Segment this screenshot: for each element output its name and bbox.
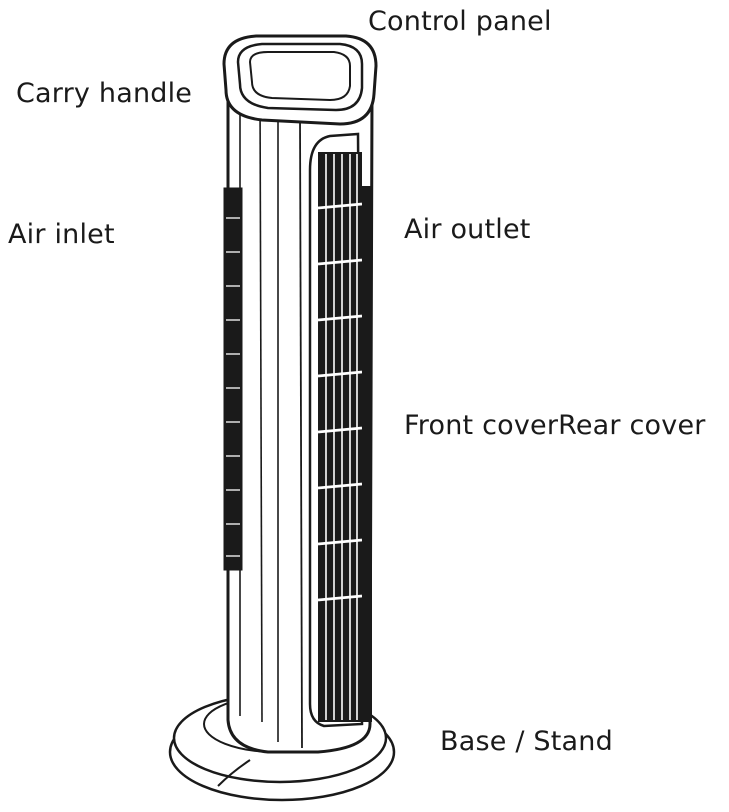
label-front-rear-cover: Front coverRear cover — [404, 410, 706, 441]
air-outlet-vertical-slats — [325, 154, 358, 720]
label-control-panel: Control panel — [368, 6, 552, 37]
air-outlet-grille — [308, 132, 372, 728]
air-outlet-grille-field — [318, 152, 362, 722]
top-cap — [222, 34, 378, 126]
air-inlet-slats — [226, 217, 240, 557]
rear-cover-edge — [362, 186, 372, 722]
air-outlet-ribs — [317, 202, 363, 602]
label-base-stand: Base / Stand — [440, 726, 613, 757]
label-air-inlet: Air inlet — [8, 219, 115, 250]
base-seam — [217, 759, 251, 787]
body-contour-2 — [259, 93, 263, 723]
air-inlet-grille — [223, 187, 243, 571]
label-carry-handle: Carry handle — [16, 78, 193, 109]
control-panel-screen — [248, 51, 351, 102]
body-contour-4 — [299, 115, 303, 749]
label-air-outlet: Air outlet — [404, 214, 531, 245]
air-inlet-grille-frame — [223, 187, 243, 571]
